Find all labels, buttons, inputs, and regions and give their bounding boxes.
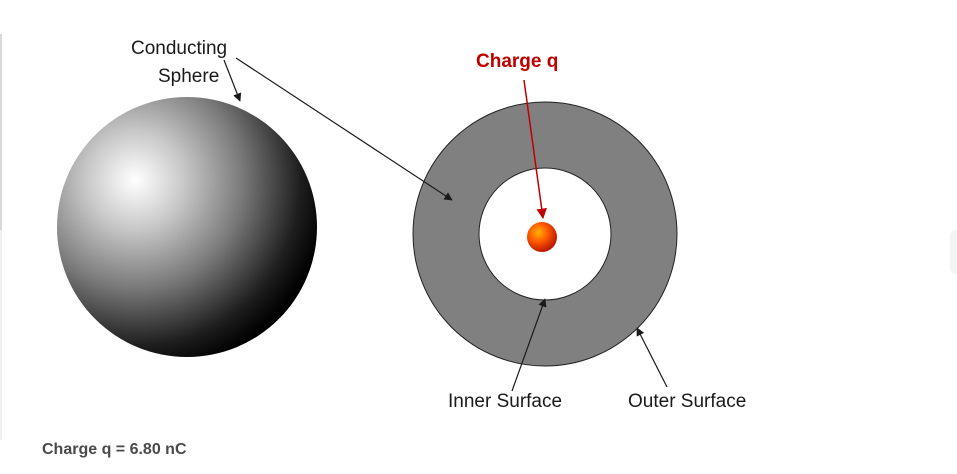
given-charge-value: Charge q = 6.80 nC xyxy=(42,441,187,458)
label-outer-surface: Outer Surface xyxy=(628,391,747,412)
left-edge-rule-lower xyxy=(0,230,2,440)
arrow-to-outer-surface xyxy=(636,327,668,388)
arrow-to-charge xyxy=(523,79,547,220)
conducting-sphere xyxy=(57,97,317,357)
arrow-to-sphere xyxy=(223,59,242,102)
arrow-to-inner-surface xyxy=(511,298,547,392)
right-edge-tab xyxy=(950,230,957,274)
label-inner-surface: Inner Surface xyxy=(448,391,563,412)
label-charge-q: Charge q xyxy=(476,51,559,72)
label-conducting: Conducting xyxy=(131,38,228,59)
left-edge-rule xyxy=(0,34,2,230)
charge-q-sphere xyxy=(527,222,557,252)
label-sphere: Sphere xyxy=(158,66,220,87)
arrow-to-shell xyxy=(235,57,453,201)
